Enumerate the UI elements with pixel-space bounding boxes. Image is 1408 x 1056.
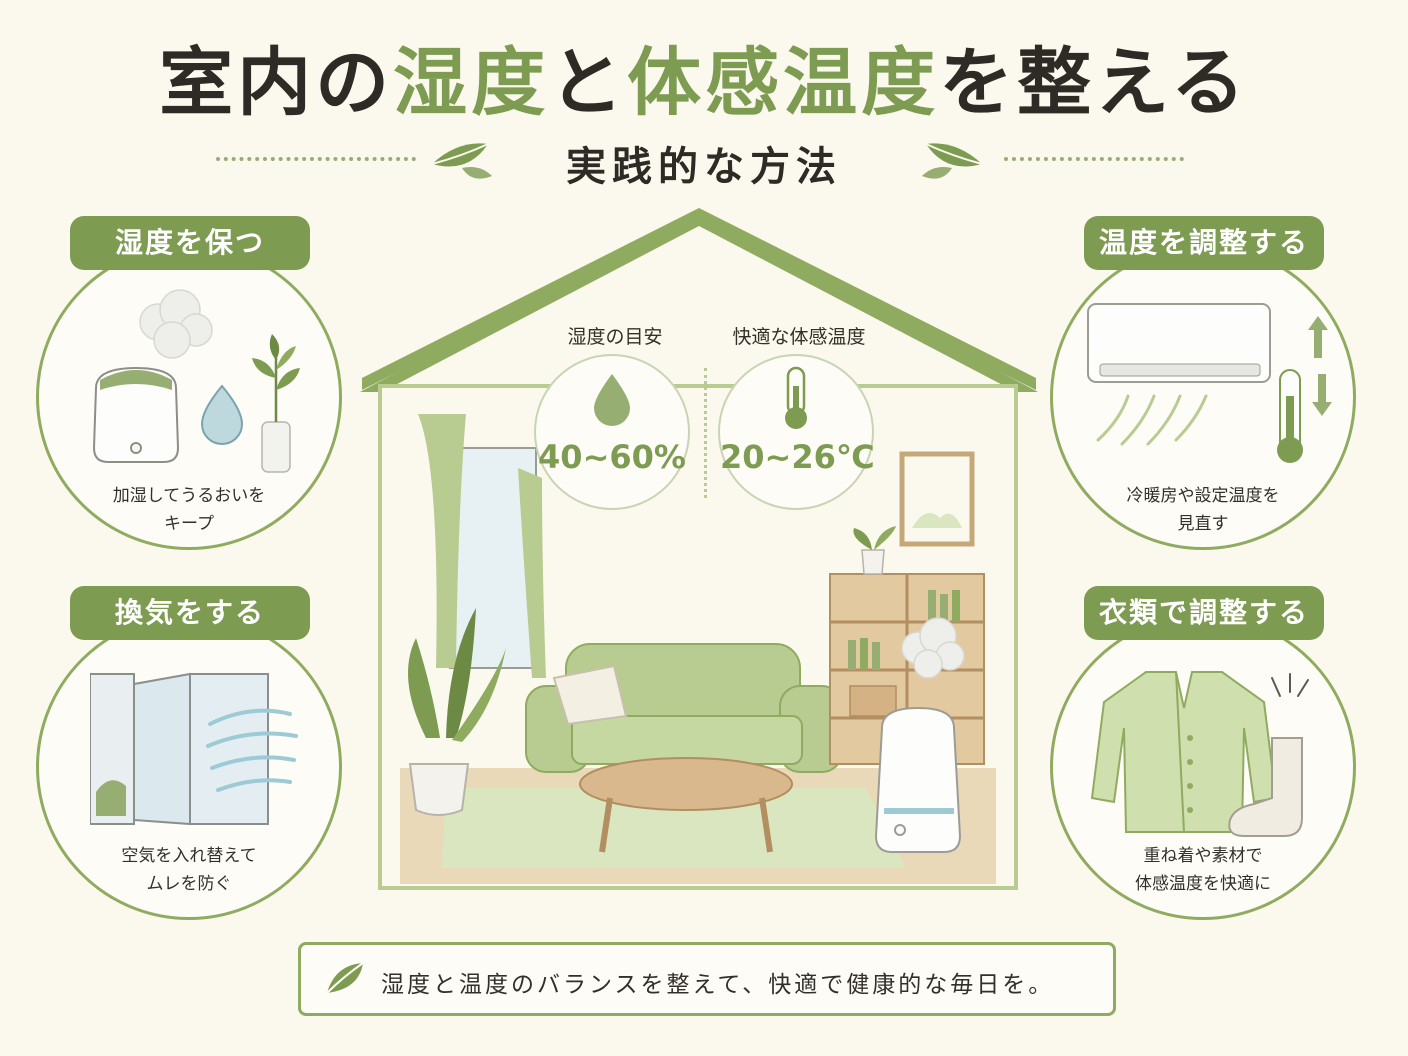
panel-badge: 温度を調整する bbox=[1084, 216, 1324, 270]
title-part-1: 室内の bbox=[159, 40, 394, 126]
panel-clothing: 衣類で調整する 重ね着や素材で 体感温度を快適に bbox=[1050, 586, 1356, 920]
stat-humidity-label: 湿度の目安 bbox=[567, 326, 663, 348]
arrow-up-icon bbox=[1308, 316, 1328, 358]
footer-message-box: 湿度と温度のバランスを整えて、快適で健康的な毎日を。 bbox=[298, 942, 1116, 1016]
panel-humidity: 湿度を保つ 加湿してうるおいを キープ bbox=[36, 216, 342, 550]
subtitle-divider-left bbox=[216, 157, 416, 161]
stat-temperature-circle: 20~26℃ bbox=[718, 354, 875, 510]
panel-temperature: 温度を調整する 冷暖房や設定温度を 見直す bbox=[1050, 216, 1356, 550]
panel-caption: 空気を入れ替えて ムレを防ぐ bbox=[121, 846, 257, 894]
humidifier-icon bbox=[92, 289, 300, 473]
house-illustration: 湿度の目安 40~60% 快適な体感温度 20~26℃ bbox=[356, 208, 1042, 908]
panel-badge: 湿度を保つ bbox=[70, 216, 310, 270]
footer-message: 湿度と温度のバランスを整えて、快適で健康的な毎日を。 bbox=[381, 972, 1055, 998]
stat-divider bbox=[704, 368, 707, 498]
wind-icon bbox=[206, 708, 298, 792]
title-part-5: を整える bbox=[939, 40, 1249, 126]
title-part-2: 湿度 bbox=[393, 40, 550, 126]
sock-icon bbox=[1228, 737, 1303, 837]
leaf-icon bbox=[431, 143, 492, 179]
leaf-icon bbox=[326, 962, 364, 994]
panel-caption: 冷暖房や設定温度を 見直す bbox=[1126, 486, 1280, 534]
panel-circle bbox=[1050, 244, 1356, 550]
window-icon bbox=[90, 672, 298, 826]
panel-caption: 加湿してうるおいを キープ bbox=[112, 486, 266, 534]
page-subtitle: 実践的な方法 bbox=[566, 144, 842, 190]
air-conditioner-icon bbox=[1087, 303, 1332, 463]
title-part-3: と bbox=[549, 40, 628, 126]
subtitle-divider-right bbox=[1004, 157, 1184, 161]
stat-humidity-value: 40~60% bbox=[538, 438, 686, 476]
room-scene bbox=[360, 208, 1038, 890]
panel-badge: 換気をする bbox=[70, 586, 310, 640]
stat-temperature-value: 20~26℃ bbox=[720, 438, 875, 476]
title-part-4: 体感温度 bbox=[627, 40, 940, 126]
water-drop-icon bbox=[594, 374, 630, 426]
thermometer-icon bbox=[1277, 369, 1303, 463]
panel-ventilation: 換気をする 空気を入れ替えて ムレを防ぐ bbox=[36, 586, 342, 920]
water-drop-icon bbox=[200, 384, 244, 445]
panel-caption: 重ね着や素材で 体感温度を快適に bbox=[1135, 846, 1271, 894]
cardigan-icon bbox=[1090, 671, 1309, 837]
stat-humidity-circle: 40~60% bbox=[534, 354, 690, 510]
arrow-down-icon bbox=[1312, 374, 1332, 416]
panel-badge: 衣類で調整する bbox=[1084, 586, 1324, 640]
page-title: 室内の湿度と体感温度を整える bbox=[0, 38, 1408, 128]
stat-temperature-label: 快適な体感温度 bbox=[732, 326, 866, 348]
leaf-icon bbox=[922, 143, 983, 179]
thermometer-icon bbox=[785, 366, 807, 429]
